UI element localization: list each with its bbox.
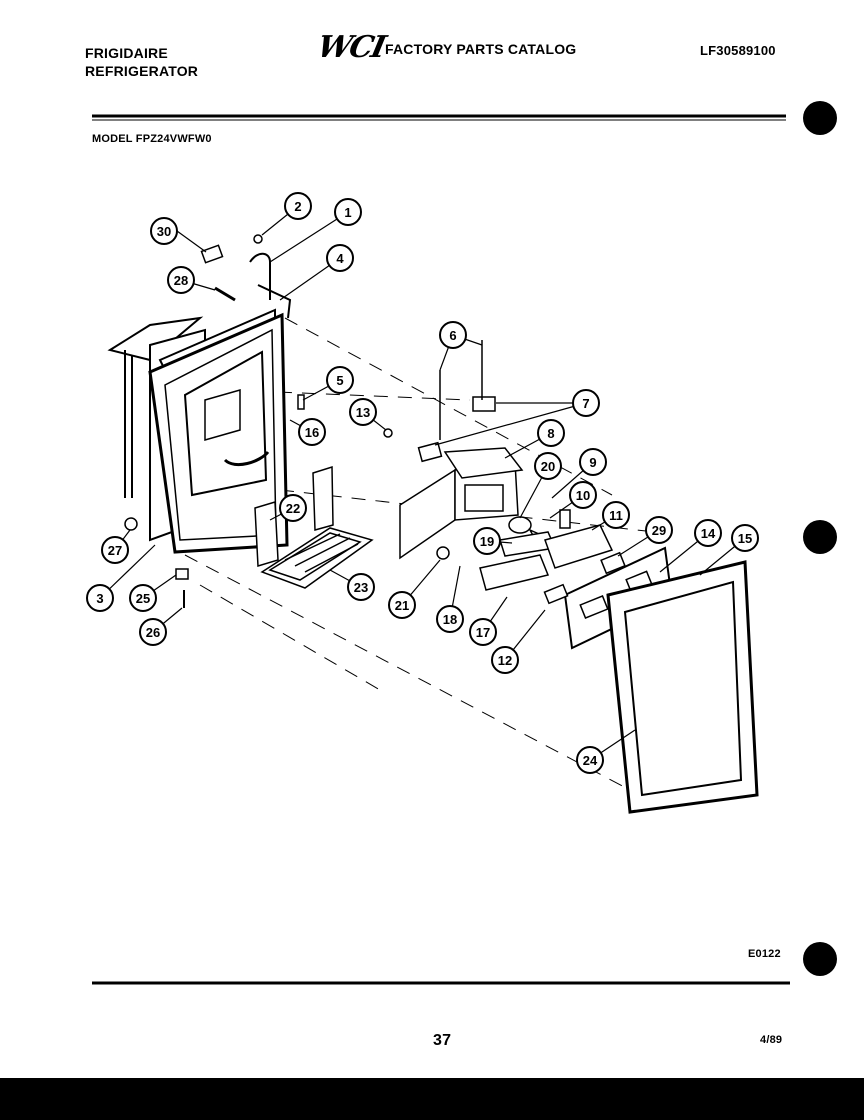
svg-text:19: 19 <box>480 534 494 549</box>
callout-22: 22 <box>279 494 307 522</box>
svg-text:9: 9 <box>589 455 596 470</box>
catalog-code: LF30589100 <box>700 43 776 58</box>
svg-text:4: 4 <box>336 251 344 266</box>
callout-25: 25 <box>129 584 157 612</box>
callout-5: 5 <box>326 366 354 394</box>
callout-13: 13 <box>349 398 377 426</box>
svg-text:21: 21 <box>395 598 409 613</box>
callout-24: 24 <box>576 746 604 774</box>
callout-15: 15 <box>731 524 759 552</box>
callout-11: 11 <box>602 501 630 529</box>
figure-code: E0122 <box>748 948 781 960</box>
svg-text:5: 5 <box>336 373 343 388</box>
svg-text:24: 24 <box>583 753 598 768</box>
callout-7: 7 <box>572 389 600 417</box>
dispenser-frame <box>148 312 289 554</box>
binder-hole-top <box>803 101 837 135</box>
svg-text:17: 17 <box>476 625 490 640</box>
svg-text:20: 20 <box>541 459 555 474</box>
svg-text:12: 12 <box>498 653 512 668</box>
callout-23: 23 <box>347 573 375 601</box>
svg-text:30: 30 <box>157 224 171 239</box>
callout-21: 21 <box>388 591 416 619</box>
callout-27: 27 <box>101 536 129 564</box>
callout-18: 18 <box>436 605 464 633</box>
svg-text:27: 27 <box>108 543 122 558</box>
svg-text:1: 1 <box>344 205 351 220</box>
rules <box>92 114 790 985</box>
svg-text:7: 7 <box>582 396 589 411</box>
callout-3: 3 <box>86 584 114 612</box>
callout-12: 12 <box>491 646 519 674</box>
svg-text:25: 25 <box>136 591 150 606</box>
callout-16: 16 <box>298 418 326 446</box>
date-code: 4/89 <box>760 1034 783 1046</box>
svg-text:23: 23 <box>354 580 368 595</box>
trim-frame <box>606 560 759 814</box>
svg-text:26: 26 <box>146 625 160 640</box>
svg-text:18: 18 <box>443 612 457 627</box>
binder-hole-bottom <box>803 942 837 976</box>
callout-26: 26 <box>139 618 167 646</box>
callout-4: 4 <box>326 244 354 272</box>
svg-text:11: 11 <box>609 508 623 523</box>
callout-30: 30 <box>150 217 178 245</box>
callout-14: 14 <box>694 519 722 547</box>
catalog-title: FACTORY PARTS CATALOG <box>385 41 577 57</box>
callout-9: 9 <box>579 448 607 476</box>
svg-text:6: 6 <box>449 328 456 343</box>
callouts: 1 2 3 4 5 6 7 8 9 10 11 12 13 14 15 16 1… <box>86 192 759 774</box>
svg-text:14: 14 <box>701 526 716 541</box>
drip-tray <box>254 465 374 589</box>
callout-17: 17 <box>469 618 497 646</box>
callout-19: 19 <box>473 527 501 555</box>
svg-text:13: 13 <box>356 405 370 420</box>
svg-text:29: 29 <box>652 523 666 538</box>
svg-text:22: 22 <box>286 501 300 516</box>
svg-text:10: 10 <box>576 488 590 503</box>
small-parts-left <box>124 234 393 608</box>
svg-text:8: 8 <box>547 426 554 441</box>
callout-2: 2 <box>284 192 312 220</box>
callout-1: 1 <box>334 198 362 226</box>
callout-20: 20 <box>534 452 562 480</box>
svg-text:16: 16 <box>305 425 319 440</box>
callout-29: 29 <box>645 516 673 544</box>
actuator-assembly <box>399 340 557 591</box>
model-line: MODEL FPZ24VWFW0 <box>92 133 212 145</box>
callout-10: 10 <box>569 481 597 509</box>
svg-text:2: 2 <box>294 199 301 214</box>
exploded-parts-diagram: 1 2 3 4 5 6 7 8 9 10 11 12 13 14 15 16 1… <box>86 114 790 985</box>
svg-text:28: 28 <box>174 273 188 288</box>
callout-28: 28 <box>167 266 195 294</box>
svg-text:3: 3 <box>96 591 103 606</box>
callout-6: 6 <box>439 321 467 349</box>
page-number: 37 <box>433 1032 452 1049</box>
brand-line2: REFRIGERATOR <box>85 63 199 79</box>
brand-line1: FRIGIDAIRE <box>85 45 168 61</box>
svg-text:15: 15 <box>738 531 752 546</box>
assembly-guide-lines <box>184 317 656 791</box>
callout-8: 8 <box>537 419 565 447</box>
binder-hole-middle <box>803 520 837 554</box>
paper-sheet: FRIGIDAIRE REFRIGERATOR WCI FACTORY PART… <box>0 0 864 1078</box>
